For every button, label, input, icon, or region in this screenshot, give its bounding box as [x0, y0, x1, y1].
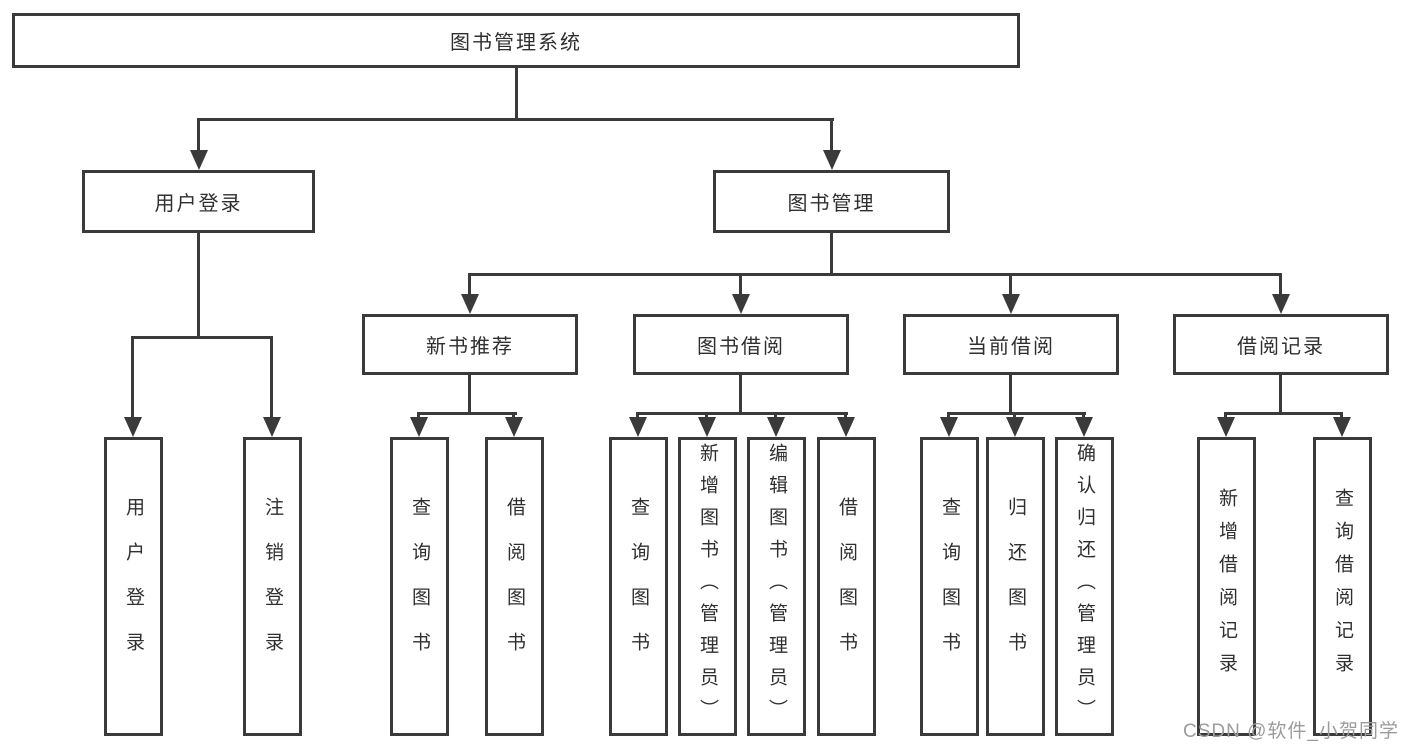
- connector-stem: [1224, 412, 1227, 420]
- leaf-user-login: 用户登录: [104, 437, 163, 736]
- leaf-borrow-edit-admin: 编辑图书（管理员）: [747, 437, 806, 736]
- connector-stem: [774, 412, 777, 420]
- arrow-down-icon: [505, 417, 523, 437]
- connector-current-stem: [1009, 375, 1012, 412]
- connector-newbook-stem: [468, 375, 471, 412]
- leaf-borrow-add-admin: 新增图书（管理员）: [678, 437, 737, 736]
- leaf-newbook-query: 查询图书: [390, 437, 449, 736]
- connector-stem: [830, 118, 833, 152]
- connector-root-branch: [197, 118, 834, 121]
- leaf-current-confirm-admin: 确认归还（管理员）: [1055, 437, 1114, 736]
- connector-stem: [1013, 412, 1016, 420]
- arrow-down-icon: [1333, 417, 1351, 437]
- arrow-down-icon: [823, 150, 841, 170]
- connector-userlogin-branch: [131, 336, 273, 339]
- leaf-current-query: 查询图书: [920, 437, 979, 736]
- connector-root-stem: [515, 68, 518, 118]
- connector-stem: [1279, 273, 1282, 296]
- arrow-down-icon: [190, 150, 208, 170]
- node-book-borrowing: 图书借阅: [633, 314, 849, 375]
- node-new-book-recommend: 新书推荐: [362, 314, 578, 375]
- node-root: 图书管理系统: [12, 13, 1020, 68]
- connector-stem: [739, 273, 742, 296]
- connector-stem: [270, 336, 273, 418]
- connector-stem: [844, 412, 847, 420]
- arrow-down-icon: [1002, 294, 1020, 314]
- connector-stem: [947, 412, 950, 420]
- node-user-login: 用户登录: [82, 170, 315, 233]
- leaf-borrow-query: 查询图书: [609, 437, 668, 736]
- arrow-down-icon: [1006, 417, 1024, 437]
- arrow-down-icon: [629, 417, 647, 437]
- connector-stem: [1082, 412, 1085, 420]
- connector-stem: [417, 412, 420, 420]
- arrow-down-icon: [732, 294, 750, 314]
- leaf-newbook-borrow: 借阅图书: [485, 437, 544, 736]
- connector-stem: [1340, 412, 1343, 420]
- arrow-down-icon: [837, 417, 855, 437]
- connector-borrow-branch: [636, 412, 848, 415]
- leaf-current-return: 归还图书: [986, 437, 1045, 736]
- csdn-watermark: CSDN @软件_小贺同学: [1183, 721, 1399, 742]
- arrow-down-icon: [940, 417, 958, 437]
- connector-stem: [705, 412, 708, 420]
- node-current-borrowing: 当前借阅: [903, 314, 1119, 375]
- arrow-down-icon: [1217, 417, 1235, 437]
- connector-stem: [1009, 273, 1012, 296]
- arrow-down-icon: [410, 417, 428, 437]
- connector-stem: [512, 412, 515, 420]
- arrow-down-icon: [263, 417, 281, 437]
- connector-newbook-branch: [417, 412, 517, 415]
- arrow-down-icon: [461, 294, 479, 314]
- connector-userlogin-stem: [197, 233, 200, 336]
- node-borrowing-records: 借阅记录: [1173, 314, 1389, 375]
- arrow-down-icon: [124, 417, 142, 437]
- connector-borrow-stem: [739, 375, 742, 412]
- connector-records-stem: [1279, 375, 1282, 412]
- connector-stem: [197, 118, 200, 152]
- connector-bookmgmt-stem: [830, 233, 833, 273]
- arrow-down-icon: [1075, 417, 1093, 437]
- connector-current-branch: [947, 412, 1086, 415]
- arrow-down-icon: [1272, 294, 1290, 314]
- leaf-logout: 注销登录: [243, 437, 302, 736]
- node-book-management: 图书管理: [713, 170, 950, 233]
- leaf-record-add: 新增借阅记录: [1197, 437, 1256, 736]
- connector-records-branch: [1224, 412, 1343, 415]
- connector-stem: [636, 412, 639, 420]
- leaf-record-query: 查询借阅记录: [1313, 437, 1372, 736]
- arrow-down-icon: [698, 417, 716, 437]
- leaf-borrow-borrow: 借阅图书: [817, 437, 876, 736]
- connector-stem: [468, 273, 471, 296]
- arrow-down-icon: [767, 417, 785, 437]
- connector-bookmgmt-branch: [468, 273, 1282, 276]
- connector-stem: [131, 336, 134, 418]
